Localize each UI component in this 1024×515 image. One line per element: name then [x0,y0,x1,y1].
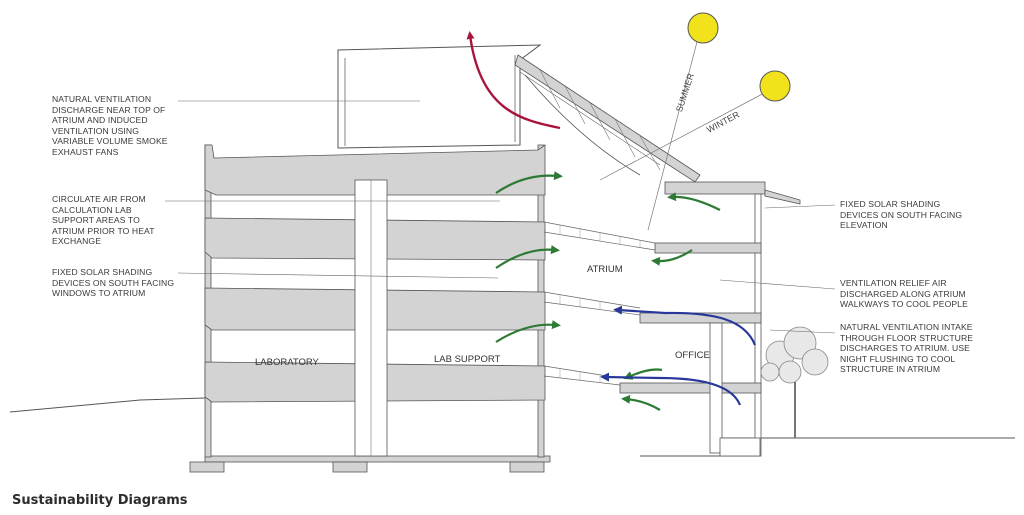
annotation-natural-ventilation-discharge: NATURAL VENTILATION DISCHARGE NEAR TOP O… [52,94,168,157]
circulation-arrow [651,249,693,266]
roof-slab [204,144,546,196]
tree [760,326,829,438]
room-label-atrium: ATRIUM [587,264,623,275]
circulation-arrow [495,171,563,194]
office-floor-slab [639,312,762,324]
penthouse [337,44,542,149]
circulation-arrow [621,394,661,411]
office-floor-slab [619,382,762,394]
ground-slab [204,455,551,463]
room-label-office: OFFICE [675,350,710,361]
annotation-fixed-solar-shading-elevation: FIXED SOLAR SHADING DEVICES ON SOUTH FAC… [840,199,963,231]
intake-ventilation-arrow [600,372,742,406]
figure-caption: Sustainability Diagrams [12,493,188,508]
building-section-diagram [9,12,1015,473]
circulation-arrow [495,245,560,269]
annotation-ventilation-relief: VENTILATION RELIEF AIR DISCHARGED ALONG … [840,278,968,310]
ground-line [9,397,206,413]
footing [332,461,368,473]
annotation-fixed-solar-shading-windows: FIXED SOLAR SHADING DEVICES ON SOUTH FAC… [52,267,175,299]
office-floor-slab [654,242,762,254]
room-label-laboratory: LABORATORY [255,357,319,368]
circulation-arrow [667,192,721,211]
solar-shading-canopy [764,189,801,205]
annotation-circulate-air: CIRCULATE AIR FROM CALCULATION LAB SUPPO… [52,194,155,247]
exhaust-ventilation-arrow [466,31,561,130]
room-label-lab-support: LAB SUPPORT [434,354,501,365]
footing [189,461,225,473]
winter-sun-ray [599,89,771,181]
annotation-natural-ventilation-intake: NATURAL VENTILATION INTAKE THROUGH FLOOR… [840,322,974,375]
office-wall [754,193,762,457]
intake-ventilation-arrow [613,305,757,346]
winter-sun-icon [759,70,791,102]
office-block-roof [664,181,766,195]
atrium-walkway [543,221,656,386]
footing [509,461,545,473]
summer-sun-ray [647,37,699,231]
summer-sun-icon [687,12,719,44]
circulation-arrow [623,368,663,380]
office-plinth [719,437,761,457]
circulation-arrow [495,320,561,343]
